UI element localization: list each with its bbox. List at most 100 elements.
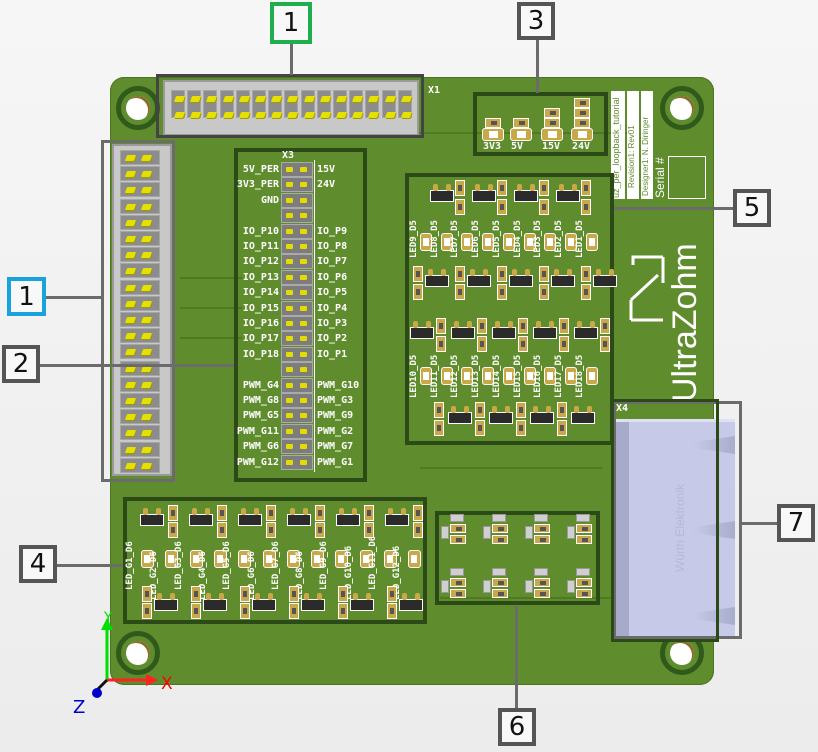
header-cell [120,247,160,263]
resistor [518,318,528,334]
x3-left-label: PWM_G11 [236,425,279,437]
resistor [574,108,590,118]
io-led-label: LED8_D5 [429,220,440,258]
x3-pin [286,413,293,419]
io-led [502,233,515,251]
resistor [497,284,507,300]
resistor [364,505,374,521]
callout-line [39,364,234,367]
header-cell [120,425,160,441]
x3-left-label: IO_P18 [242,348,279,360]
callout-line [57,564,123,567]
x3-pin [286,259,293,265]
smd-component [441,526,449,539]
transistor [530,406,554,424]
header-cell [120,214,160,230]
x3-pin-row [281,439,313,455]
io-led-label: LED18_D5 [574,354,585,398]
pcb-trace [180,337,242,339]
io-led-label: LED12_D5 [450,354,461,398]
x3-pin [300,305,307,311]
resistor [338,603,348,619]
resistor [600,336,610,352]
header-cell [120,376,160,392]
transistor [448,406,472,424]
header-cell [120,166,160,182]
transistor [203,593,227,611]
pwm-led-region [123,497,427,624]
resistor [576,535,592,544]
io-led [544,367,557,385]
designer-text: Designer1: N. Diringer [641,116,650,196]
header-cell [120,231,160,246]
io-led-label: LED15_D5 [512,354,523,398]
transistor [252,593,276,611]
resistor [455,199,465,215]
x3-pin [300,321,307,326]
x3-left-label: IO_P10 [242,225,279,237]
x3-pin [286,367,293,373]
resistor [413,266,423,282]
x3-pin-row [281,285,313,301]
transistor [238,508,262,526]
x3-pin-row [281,177,313,193]
resistor [539,284,549,300]
x4-designator: X4 [616,403,629,414]
resistor [574,118,590,128]
axis-triad-icon [92,618,158,698]
serial-number-box [668,156,706,199]
resistor [576,524,592,533]
resistor [289,603,299,619]
io-led-label: LED13_D5 [471,354,482,398]
resistor [534,578,550,587]
smd-component [492,568,506,576]
resistor [557,402,567,418]
smd-component [450,514,464,522]
x3-pin-row [281,423,313,439]
header-cell [120,393,160,408]
resistor [240,603,250,619]
pwm-led [141,550,154,568]
x3-right-label: IO_P4 [317,302,348,314]
info-band [641,91,653,199]
resistor [576,589,592,598]
x3-pin [300,428,307,434]
resistor [289,586,299,602]
x3-left-label: IO_P16 [242,318,279,329]
x3-right-label: PWM_G7 [317,441,354,453]
header-cell [120,279,160,295]
x3-left-label: IO_P12 [242,256,279,268]
axis-x-label: X [161,674,173,694]
io-led [544,233,557,251]
smd-component [525,580,533,593]
x3-pin [300,259,307,265]
x3-region [234,148,367,482]
resistor [518,336,528,352]
transistor [425,269,449,287]
resistor [513,118,529,128]
io-led-label: LED9_D5 [409,220,419,258]
resistor [434,402,444,418]
resistor [492,578,508,587]
resistor [574,98,590,108]
pwm-led [165,550,179,568]
x3-pin-row [281,454,313,470]
pcb-trace [180,277,242,279]
io-led-label: LED17_D5 [553,354,564,398]
callout-6: 6 [498,708,536,746]
header-cell [120,198,160,214]
resistor [266,522,276,538]
smd-component [534,568,548,576]
x3-pin [300,290,307,296]
transistor [410,321,434,339]
callout-1-x1: 1 [270,2,312,44]
resistor [436,336,446,352]
x3-pin [286,428,293,434]
transistor [451,321,475,339]
resistor [581,199,591,215]
io-led [461,367,474,385]
x3-pin [300,182,307,188]
x4-region [611,399,719,642]
x3-right-label: PWM_G1 [317,456,354,468]
pwm-led [238,550,252,568]
